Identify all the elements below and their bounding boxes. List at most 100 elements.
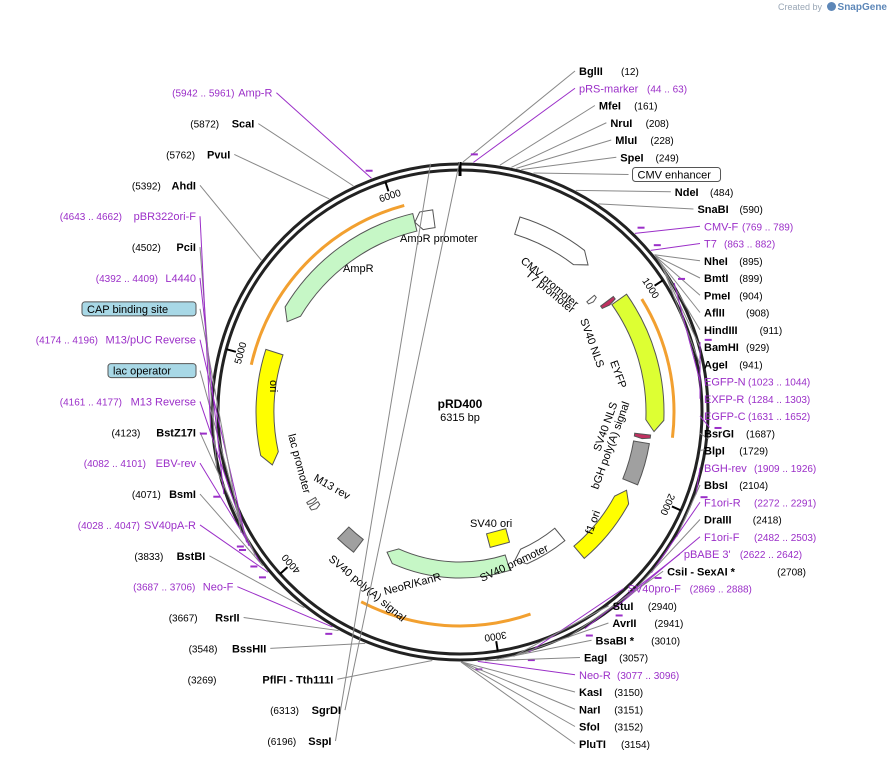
snapgene-brand-name: SnapGene	[837, 2, 887, 13]
primer-label[interactable]: Amp-R(5942 .. 5961)	[172, 88, 272, 100]
site-leader-line	[528, 588, 624, 653]
primer-label[interactable]: T7(863 .. 882)	[704, 239, 775, 251]
primer-label[interactable]: CMV-F(769 .. 789)	[704, 221, 793, 233]
enzyme-site-label[interactable]: PluTI(3154)	[579, 739, 650, 751]
site-name: ScaI	[232, 119, 255, 131]
feature-callout[interactable]: CMV enhancer	[632, 167, 722, 182]
enzyme-site-label[interactable]: HindIII(911)	[704, 325, 782, 337]
site-position: (590)	[739, 205, 762, 216]
sites-layer: BglII(12) pRS-marker(44 .. 63) MfeI(161) Nr…	[36, 66, 817, 751]
site-position: (769 .. 789)	[742, 222, 793, 233]
enzyme-site-label[interactable]: NdeI(484)	[675, 187, 734, 199]
enzyme-site-label[interactable]: AflII(908)	[704, 308, 769, 320]
site-position: (2482 .. 2503)	[754, 533, 816, 544]
enzyme-site-label[interactable]: AvrII(2941)	[612, 618, 683, 630]
primer-label[interactable]: SV40pA-R(4028 .. 4047)	[78, 520, 196, 532]
site-position: (3010)	[651, 636, 680, 647]
site-leader-line	[461, 661, 576, 710]
enzyme-site-label[interactable]: BbsI(2104)	[704, 480, 768, 492]
site-name: NruI	[610, 118, 632, 130]
feature-arrow[interactable]	[586, 294, 597, 305]
enzyme-site-label[interactable]: PflFI - Tth111I(3269)	[188, 674, 334, 686]
enzyme-site-label[interactable]: PvuI(5762)	[166, 149, 230, 161]
enzyme-site-label[interactable]: BamHI(929)	[704, 342, 769, 354]
enzyme-site-label[interactable]: AgeI(941)	[704, 359, 763, 371]
feature-arrow[interactable]	[386, 548, 511, 579]
primer-label[interactable]: pBABE 3'(2622 .. 2642)	[684, 549, 802, 561]
enzyme-site-label[interactable]: CsiI - SexAI *(2708)	[667, 566, 806, 578]
primer-label[interactable]: pRS-marker(44 .. 63)	[579, 83, 687, 95]
feature-arrow[interactable]	[622, 440, 650, 486]
enzyme-site-label[interactable]: BsmI(4071)	[132, 489, 196, 501]
enzyme-site-label[interactable]: BmtI(899)	[704, 273, 763, 285]
enzyme-site-label[interactable]: StuI(2940)	[613, 601, 677, 613]
enzyme-site-label[interactable]: BstZ17I(4123)	[111, 427, 196, 439]
primer-label[interactable]: BGH-rev(1909 .. 1926)	[704, 463, 816, 475]
feature-callout[interactable]: CAP binding site	[81, 301, 197, 317]
enzyme-site-label[interactable]: SgrDI(6313)	[270, 705, 341, 717]
primer-label[interactable]: EXFP-R(1284 .. 1303)	[704, 394, 810, 406]
primer-label[interactable]: F1ori-F(2482 .. 2503)	[704, 532, 816, 544]
primer-label[interactable]: EBV-rev(4082 .. 4101)	[84, 458, 197, 470]
enzyme-site-label[interactable]: EagI(3057)	[584, 653, 648, 665]
enzyme-site-label[interactable]: SnaBI(590)	[697, 204, 762, 216]
site-position: (4123)	[111, 428, 140, 439]
primer-mark	[199, 432, 207, 435]
feature-arrow[interactable]	[599, 295, 616, 310]
enzyme-site-label[interactable]: BglII(12)	[579, 66, 639, 78]
site-position: (929)	[746, 343, 769, 354]
primer-label[interactable]: Neo-F(3687 .. 3706)	[133, 582, 234, 594]
primer-label[interactable]: EGFP-N(1023 .. 1044)	[704, 377, 810, 389]
feature-arrow[interactable]	[255, 348, 284, 466]
enzyme-site-label[interactable]: BssHII(3548)	[189, 643, 267, 655]
primer-mark	[258, 576, 266, 579]
feature-arrow[interactable]	[514, 216, 589, 266]
feature-arrow[interactable]	[611, 293, 665, 433]
enzyme-site-label[interactable]: BlpI(1729)	[704, 446, 768, 458]
primer-label[interactable]: M13/pUC Reverse(4174 .. 4196)	[36, 335, 196, 347]
site-name: AhdI	[172, 180, 196, 192]
sv40-ori-box[interactable]	[485, 528, 511, 548]
feature-label: SV40 ori	[470, 518, 512, 530]
feature-arrow[interactable]	[414, 209, 436, 231]
feature-arrow[interactable]	[284, 212, 418, 323]
feature-arrow[interactable]	[633, 432, 652, 440]
enzyme-site-label[interactable]: BstBI(3833)	[134, 551, 205, 563]
enzyme-site-label[interactable]: NheI(895)	[704, 256, 763, 268]
feature-arrow[interactable]	[336, 526, 364, 553]
enzyme-site-label[interactable]: SspI(6196)	[267, 736, 331, 748]
primer-mark	[213, 495, 221, 498]
primer-label[interactable]: Neo-R(3077 .. 3096)	[579, 670, 679, 682]
enzyme-site-label[interactable]: NarI(3151)	[579, 704, 643, 716]
enzyme-site-label[interactable]: BsaBI *(3010)	[596, 635, 681, 647]
enzyme-site-label[interactable]: SpeI(249)	[620, 152, 679, 164]
feature-callout[interactable]: lac operator	[107, 363, 197, 379]
enzyme-site-label[interactable]: PciI(4502)	[132, 242, 196, 254]
site-leader-line	[499, 105, 596, 166]
feature-arrow[interactable]	[573, 489, 630, 560]
primer-label[interactable]: M13 Reverse(4161 .. 4177)	[60, 396, 196, 408]
enzyme-site-label[interactable]: PmeI(904)	[704, 290, 763, 302]
enzyme-site-label[interactable]: BsrGI(1687)	[704, 428, 775, 440]
primer-label[interactable]: L4440(4392 .. 4409)	[96, 273, 196, 285]
site-leader-line	[654, 255, 701, 279]
primer-label[interactable]: EGFP-C(1631 .. 1652)	[704, 411, 810, 423]
site-name: SspI	[308, 736, 331, 748]
enzyme-site-label[interactable]: AhdI(5392)	[132, 180, 196, 192]
site-position: (2941)	[654, 619, 683, 630]
primer-label[interactable]: F1ori-R(2272 .. 2291)	[704, 497, 816, 509]
feature-arrow[interactable]	[514, 527, 566, 565]
enzyme-site-label[interactable]: MfeI(161)	[599, 101, 658, 113]
enzyme-site-label[interactable]: KasI(3150)	[579, 687, 643, 699]
enzyme-site-label[interactable]: ScaI(5872)	[190, 119, 254, 131]
enzyme-site-label[interactable]: RsrII(3667)	[169, 613, 240, 625]
feature-arrow[interactable]	[306, 496, 318, 506]
enzyme-site-label[interactable]: SfoI(3152)	[579, 722, 643, 734]
enzyme-site-label[interactable]: DraIII(2418)	[704, 515, 782, 527]
site-position: (4161 .. 4177)	[60, 397, 122, 408]
primer-label[interactable]: pBR322ori-F(4643 .. 4662)	[60, 211, 197, 223]
feature-arrow[interactable]	[308, 501, 321, 511]
enzyme-site-label[interactable]: NruI(208)	[610, 118, 669, 130]
primer-label[interactable]: SV40pro-F(2869 .. 2888)	[628, 584, 752, 596]
enzyme-site-label[interactable]: MluI(228)	[615, 135, 674, 147]
